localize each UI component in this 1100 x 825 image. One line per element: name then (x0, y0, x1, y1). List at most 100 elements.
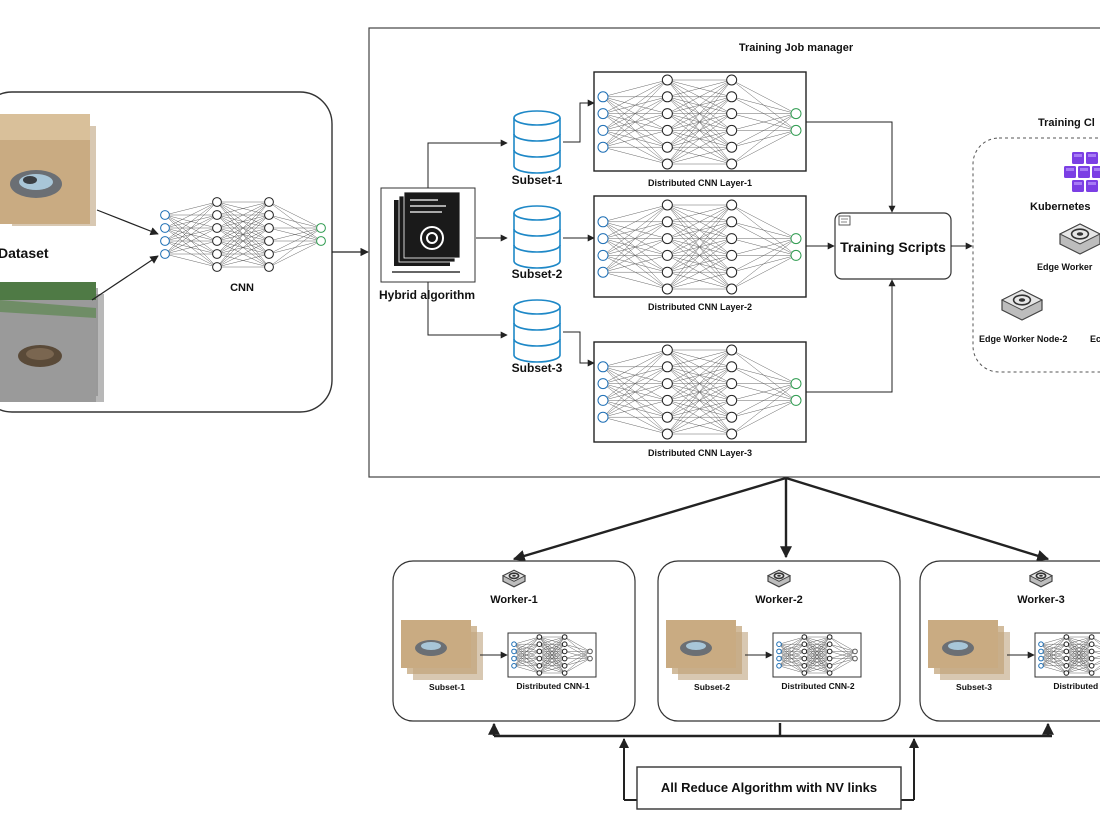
layer3-neuron (661, 428, 673, 440)
layer2-neuron (726, 266, 738, 278)
worker3-neuron (1063, 634, 1070, 640)
hybrid-algorithm-icon (380, 187, 476, 283)
worker-3-image-stack (928, 620, 1010, 680)
worker2-edges (778, 636, 856, 674)
layer1-neuron (661, 91, 673, 103)
worker2-neuron (826, 663, 833, 669)
worker1-neuron (511, 663, 517, 669)
hybrid-algorithm-label: Hybrid algorithm (379, 288, 475, 302)
worker-3-model-label: Distributed C (1053, 681, 1100, 691)
worker2-neuron (801, 663, 808, 669)
kubernetes-icon (1064, 152, 1100, 192)
layer3-neuron (661, 394, 673, 406)
layer2-neuron (597, 249, 609, 261)
worker3-neuron (1063, 655, 1070, 662)
worker3-neuron (1088, 670, 1095, 676)
layer2-neuron (726, 249, 738, 261)
cnn-neuron (264, 197, 274, 207)
edge-worker-node-2-icon (1000, 289, 1044, 321)
cnn-neuron (212, 249, 222, 259)
script-file-icon (838, 215, 851, 226)
layer1-neuron (790, 108, 802, 120)
worker1-neuron (536, 641, 543, 648)
worker2-neuron (776, 655, 782, 662)
worker3-edges (1040, 636, 1100, 674)
worker-1-image-stack (401, 620, 483, 680)
all-reduce-section: All Reduce Algorithm with NV links (488, 722, 1054, 810)
edge-worker-node-3-label: Ec (1090, 334, 1100, 344)
cnn-neuron (212, 210, 222, 220)
layer2-neuron (661, 216, 673, 228)
layer1-neuron (597, 141, 609, 153)
worker1-neuron (587, 648, 593, 655)
worker-2-model-label: Distributed CNN-2 (781, 681, 854, 691)
layer2-neuron (661, 233, 673, 245)
training-scripts-label: Training Scripts (840, 239, 946, 255)
cnn-network (160, 197, 326, 272)
layer2-edges (602, 204, 797, 290)
layer3-neuron (726, 344, 738, 356)
layer-1-label: Distributed CNN Layer-1 (648, 178, 752, 188)
worker-3-subset-label: Subset-3 (956, 682, 992, 692)
subset-2-label: Subset-2 (512, 267, 563, 281)
layer2-neuron (726, 199, 738, 211)
distributed-cnn-layer-2-network (597, 199, 802, 295)
worker2-neuron (826, 648, 833, 655)
cnn-neuron (264, 262, 274, 272)
worker3-neuron (1063, 641, 1070, 648)
subset-1-label: Subset-1 (512, 173, 563, 187)
layer2-neuron (597, 266, 609, 278)
subset-1-database-icon (513, 110, 561, 174)
cnn-neuron (212, 223, 222, 233)
worker-1-network (511, 634, 593, 676)
worker2-neuron (776, 641, 782, 648)
layer1-neuron (726, 91, 738, 103)
dataset-label: Dataset (0, 245, 49, 261)
cnn-edges (164, 201, 322, 268)
worker1-neuron (536, 655, 543, 662)
layer1-neuron (661, 74, 673, 86)
layer3-neuron (661, 378, 673, 390)
worker3-neuron (1088, 648, 1095, 655)
layer2-neuron (726, 216, 738, 228)
worker1-neuron (536, 663, 543, 669)
layer3-neuron (790, 378, 802, 390)
layer3-neuron (790, 394, 802, 406)
dataset-panel: Dataset CNN (0, 91, 333, 413)
layer3-neuron (661, 361, 673, 373)
worker1-edges (513, 636, 591, 674)
layer2-neuron (661, 249, 673, 261)
worker2-neuron (801, 634, 808, 640)
worker-1-title: Worker-1 (490, 594, 537, 606)
worker-2-title: Worker-2 (755, 594, 802, 606)
cnn-neuron (264, 210, 274, 220)
edge-worker-node-1-label: Edge Worker (1037, 262, 1093, 272)
cnn-neuron (316, 223, 326, 233)
worker1-neuron (561, 634, 568, 640)
cnn-neuron (160, 236, 170, 246)
cnn-neuron (264, 223, 274, 233)
layer1-neuron (726, 141, 738, 153)
worker3-neuron (1063, 648, 1070, 655)
worker1-neuron (536, 648, 543, 655)
layer3-neuron (726, 378, 738, 390)
worker2-neuron (826, 641, 833, 648)
worker-2-node-icon (766, 569, 792, 588)
worker2-neuron (852, 648, 858, 655)
layer-3-label: Distributed CNN Layer-3 (648, 448, 752, 458)
training-cluster: Training Cl Kubernetes Edge Worker Edge … (972, 117, 1100, 373)
layer1-neuron (726, 158, 738, 170)
subset-3-database-icon (513, 299, 561, 363)
cnn-neuron (160, 210, 170, 220)
worker2-neuron (776, 648, 782, 655)
worker1-neuron (561, 663, 568, 669)
cnn-neuron (264, 236, 274, 246)
worker-1-subset-label: Subset-1 (429, 682, 465, 692)
cnn-label: CNN (230, 282, 254, 294)
layer-2-label: Distributed CNN Layer-2 (648, 302, 752, 312)
job-manager-title: Training Job manager (739, 42, 854, 54)
worker2-neuron (826, 670, 833, 676)
